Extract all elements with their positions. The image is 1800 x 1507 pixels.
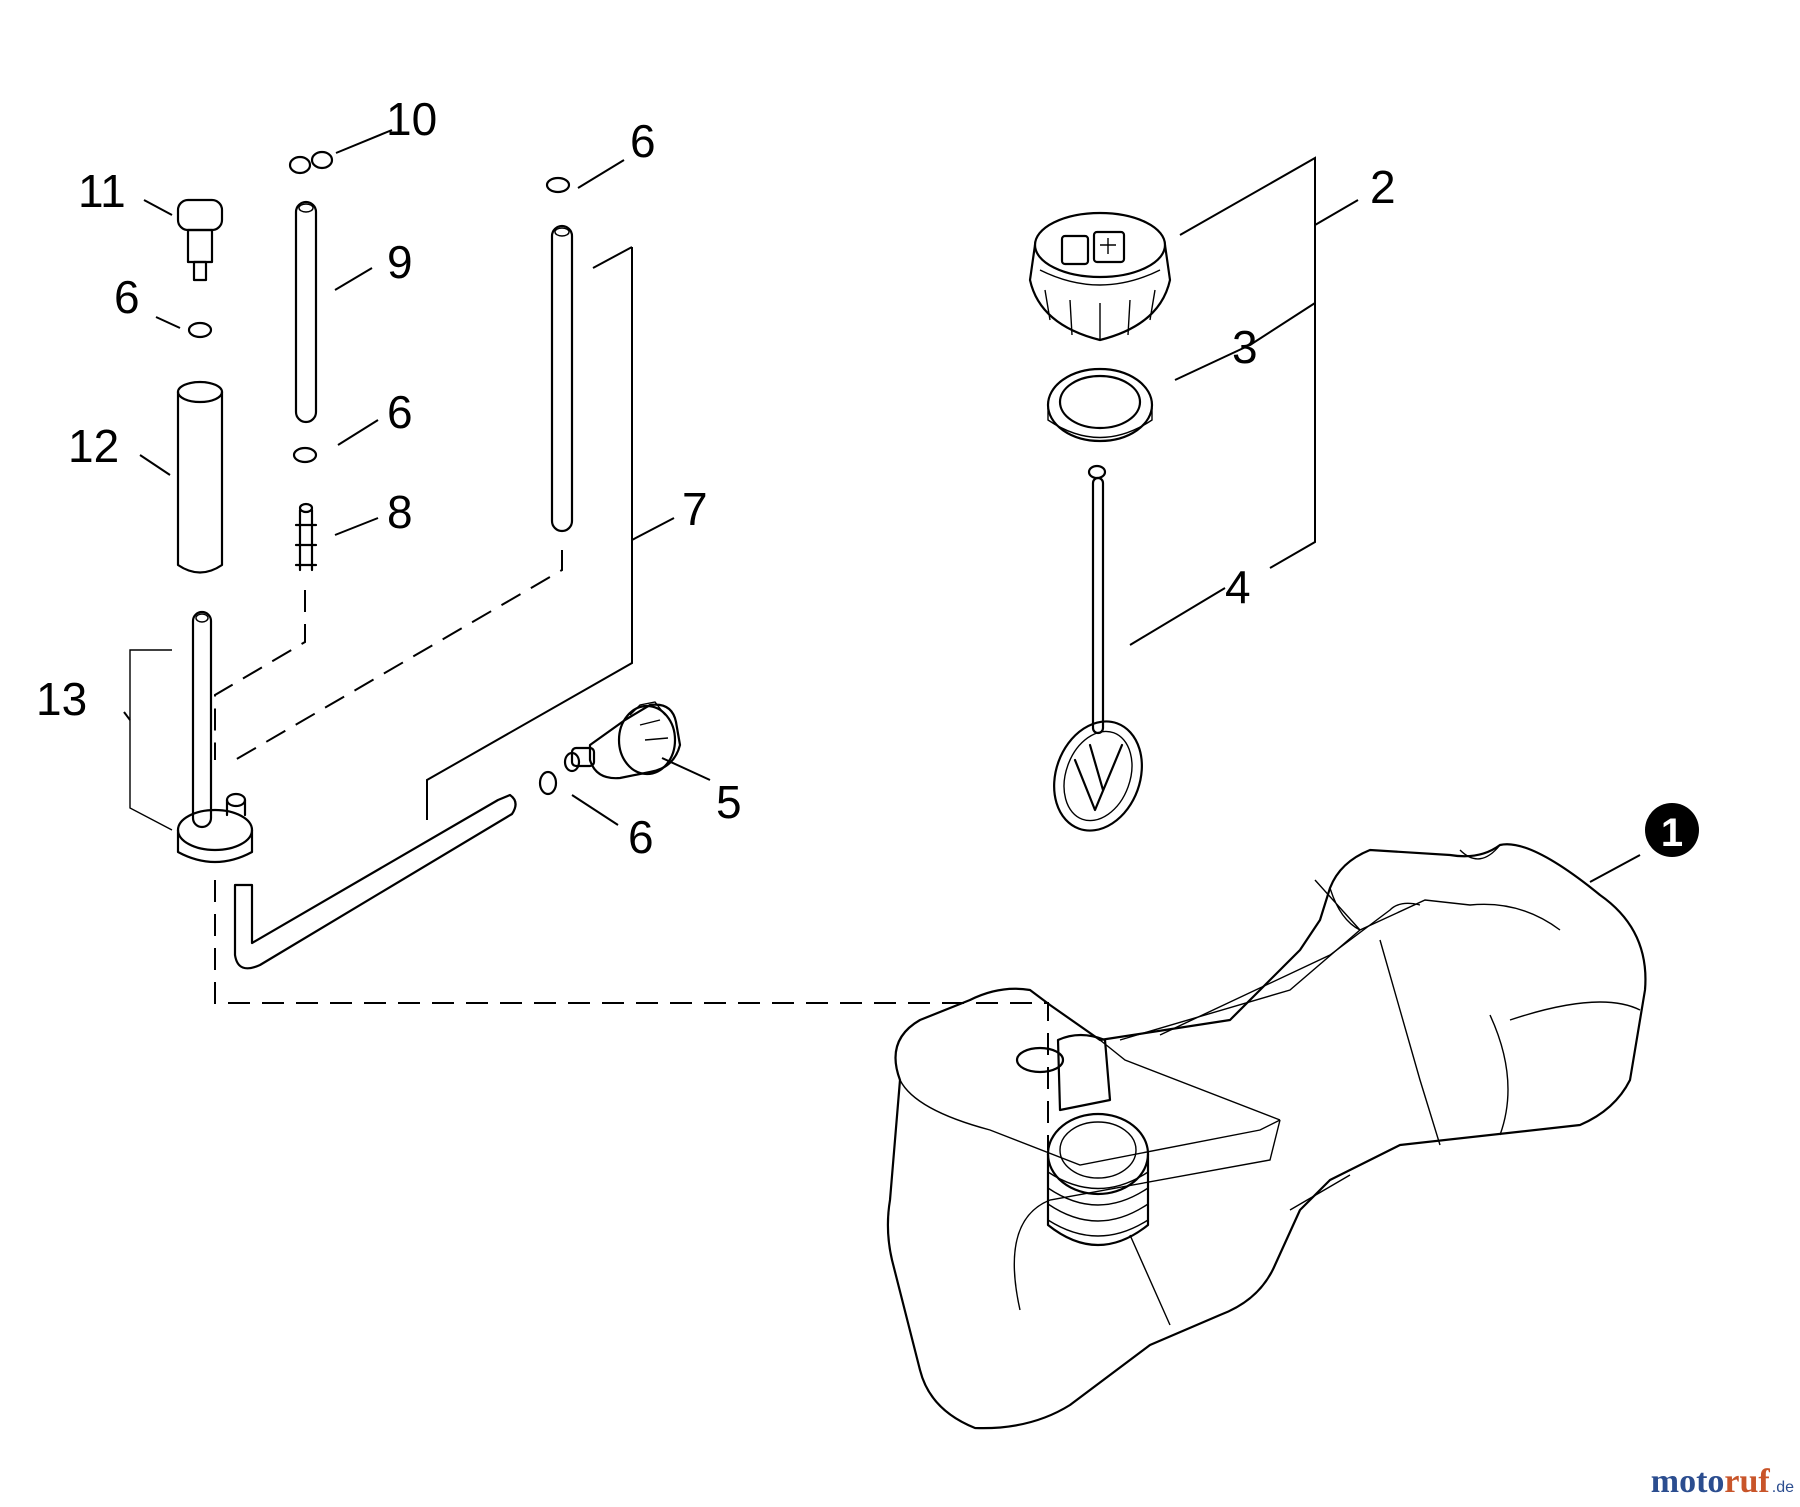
part-6-oring-b (292, 446, 318, 464)
part-7-tube-lower (233, 793, 517, 970)
part-3-gasket (1046, 367, 1154, 443)
part-9-tube (294, 200, 318, 424)
part-1-fuel-tank (886, 843, 1647, 1430)
callout-8: 8 (387, 486, 413, 538)
part-8-connector (294, 502, 318, 572)
callout-7: 7 (682, 483, 708, 535)
callout-1-badge (1645, 803, 1699, 857)
part-4-strap (1053, 464, 1143, 832)
callout-5: 5 (716, 776, 742, 828)
part-6-oring-d (538, 770, 558, 796)
part-7-tube-upper (550, 224, 574, 533)
part-13-pickup (129, 610, 254, 863)
part-6-oring-a (187, 321, 213, 339)
watermark-text-moto: moto (1650, 1463, 1725, 1500)
callout-9: 9 (387, 236, 413, 288)
callout-10: 10 (386, 93, 437, 145)
callout-6-d: 6 (628, 811, 654, 863)
assembly-lines (214, 247, 1049, 1150)
callout-labels: 11 6 12 13 10 9 6 8 6 7 5 6 2 3 4 1 (36, 93, 1699, 863)
callout-6-a: 6 (114, 271, 140, 323)
part-6-oring-c (545, 176, 571, 194)
bracket-2-3-4 (1129, 156, 1359, 646)
part-10-clip (288, 150, 334, 175)
callout-1: 1 (1661, 811, 1683, 855)
callout-3: 3 (1232, 321, 1258, 373)
callout-12: 12 (68, 420, 119, 472)
part-5-filter (563, 701, 682, 780)
callout-6-b: 6 (387, 386, 413, 438)
watermark-logo: moto ruf .de (1651, 1463, 1794, 1501)
part-2-cap (1028, 211, 1172, 342)
part-12-sleeve (176, 380, 224, 574)
callout-11: 11 (78, 165, 126, 217)
callout-13: 13 (36, 673, 87, 725)
callout-2: 2 (1370, 161, 1396, 213)
watermark-text-ruf: ruf (1724, 1463, 1770, 1500)
part-11-plug (176, 198, 224, 282)
watermark-text-de: .de (1771, 1479, 1794, 1496)
callout-4: 4 (1225, 561, 1251, 613)
leader-lines (123, 129, 1641, 883)
callout-6-c: 6 (630, 115, 656, 167)
